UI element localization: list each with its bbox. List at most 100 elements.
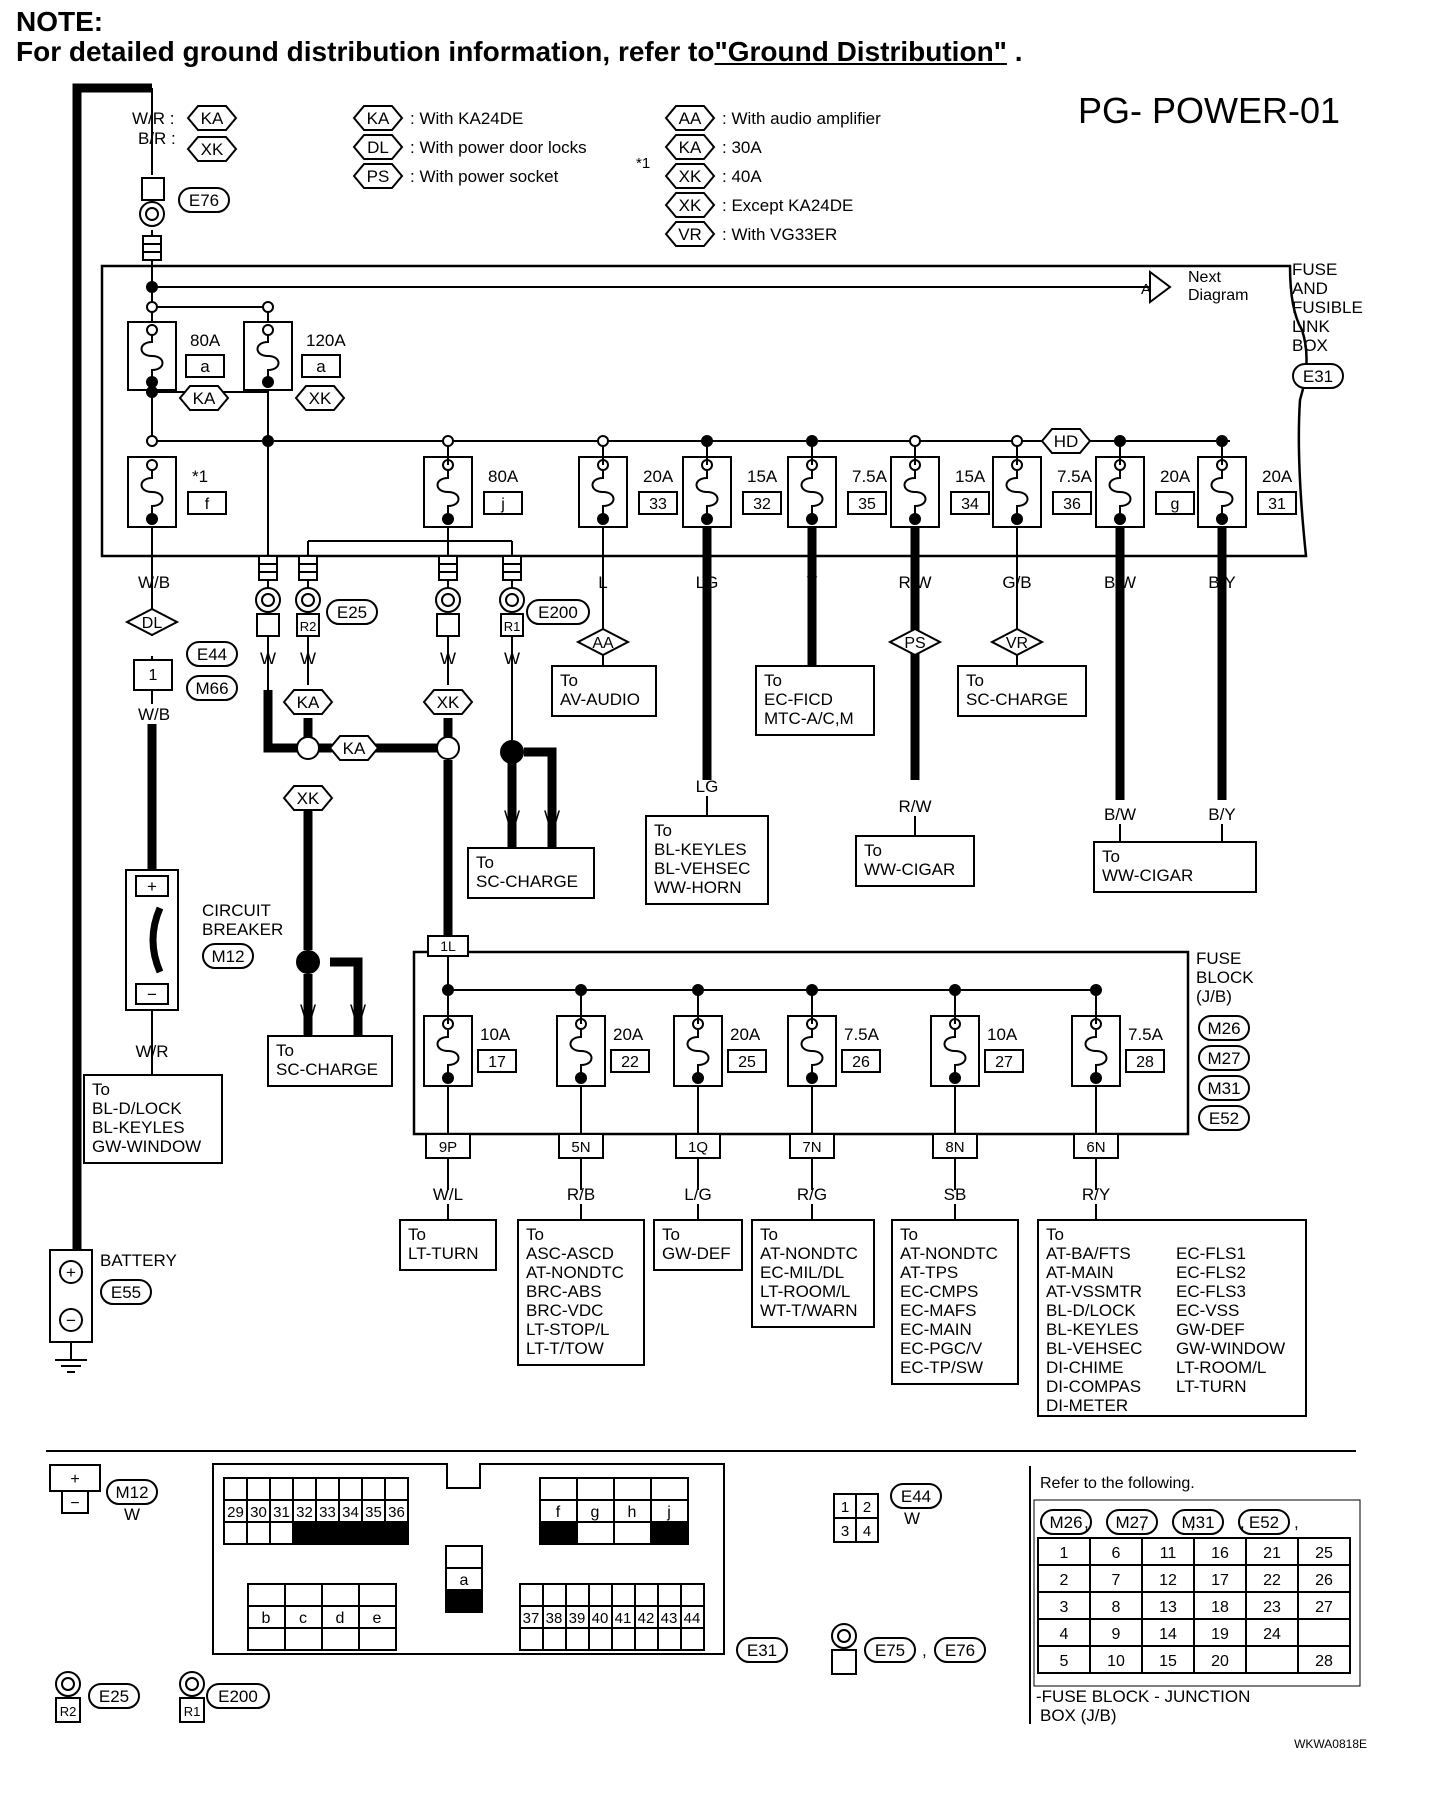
connector-e76-view: [934, 1637, 986, 1663]
connector-label: E200: [218, 1687, 258, 1706]
fuse-terminal: [146, 459, 158, 471]
jb-fuse-id: 17: [488, 1054, 506, 1071]
fusible-link-id: a: [316, 357, 326, 376]
e31-cell-label: b: [262, 1610, 271, 1627]
fuse-id: 35: [858, 496, 876, 513]
e31-cell: [588, 1627, 613, 1651]
ground-distribution-link[interactable]: "Ground Distribution": [714, 36, 1007, 67]
destination-label: EC-FLS1: [1176, 1244, 1246, 1263]
fuse-element: [800, 465, 824, 519]
fuse-terminal: [575, 1072, 587, 1084]
fuse-element: [695, 465, 719, 519]
wire-color: B/Y: [1208, 573, 1235, 592]
connector-m66: [186, 675, 238, 701]
wire-color: R/W: [898, 797, 931, 816]
destination-label: BL-D/LOCK: [1046, 1301, 1136, 1320]
connector-label: M26: [1207, 1019, 1240, 1038]
junction-dot: [146, 386, 158, 398]
note-title: NOTE:: [16, 6, 104, 37]
fuse-element: [1210, 465, 1234, 519]
option-aa: [575, 627, 631, 657]
e31-cell-label: f: [556, 1504, 561, 1521]
separator-comma: ,: [1240, 1513, 1245, 1532]
next-diagram-label: Diagram: [1188, 287, 1248, 304]
destination-label: LT-TURN: [1176, 1377, 1247, 1396]
e31-cell: [576, 1521, 615, 1545]
terminal-label: R2: [60, 1704, 77, 1719]
destination-label: GW-DEF: [662, 1244, 731, 1263]
connector-e75: [864, 1637, 916, 1663]
option-diamond-label: AA: [592, 635, 614, 652]
connector-label: M12: [115, 1483, 148, 1502]
e31-cell: [338, 1521, 363, 1545]
fuse-terminal: [806, 1072, 818, 1084]
e31-cell-label: 41: [615, 1610, 632, 1627]
dest-sc-charge-m: [467, 847, 595, 899]
wire-color: W/B: [138, 573, 170, 592]
fuse-id-box: [1052, 491, 1092, 515]
destination-label: To: [408, 1225, 426, 1244]
destination-label: AT-VSSMTR: [1046, 1282, 1142, 1301]
option-tag-label: DL: [367, 138, 389, 157]
m12-view-label: +: [70, 1471, 79, 1488]
e31-cell: [680, 1627, 705, 1651]
e31-cell-label: a: [460, 1572, 469, 1589]
jb-pin-box: [675, 1133, 721, 1159]
refer-cell-label: 25: [1315, 1545, 1333, 1562]
wire-color: Y: [806, 573, 817, 592]
e31-cell-blank: [338, 1477, 363, 1501]
battery-plus-label: +: [66, 1263, 76, 1282]
destination-label: To: [760, 1225, 778, 1244]
legend-tag: [664, 192, 716, 218]
wire-color: R/B: [567, 1185, 595, 1204]
connector-label: M12: [211, 947, 244, 966]
e31-cell-blank: [650, 1477, 689, 1501]
legend-tag: [352, 134, 404, 160]
connector-e44: [186, 641, 238, 667]
terminal-box: [831, 1649, 857, 1675]
next-diagram-label: Next: [1188, 269, 1221, 286]
e31-cell-label: d: [336, 1610, 345, 1627]
option-tag-label: AA: [679, 109, 702, 128]
destination-label: AT-NONDTC: [760, 1244, 858, 1263]
terminal-label: R1: [184, 1704, 201, 1719]
fuse-id-box: [1257, 491, 1297, 515]
refer-cell-label: 15: [1159, 1653, 1177, 1670]
e31-cell: [384, 1521, 409, 1545]
e31-cell: [611, 1627, 636, 1651]
fuse-rating: *1: [192, 467, 208, 486]
e31-cell-label: 37: [523, 1610, 540, 1627]
jb-pin-label: 5N: [571, 1139, 590, 1156]
fuse-id-box: [1155, 491, 1195, 515]
refer-cell-label: 21: [1263, 1545, 1281, 1562]
destination-label: To: [560, 671, 578, 690]
fuse-element: [140, 465, 164, 519]
e31-cell-blank: [321, 1583, 360, 1607]
option-tag-label: XK: [309, 389, 332, 408]
e31-cell-blank: [519, 1583, 544, 1607]
destination-label: BL-VEHSEC: [654, 859, 750, 878]
e31-cell-blank: [247, 1583, 286, 1607]
terminal-box: [256, 613, 280, 637]
destination-label: AT-NONDTC: [526, 1263, 624, 1282]
fuse-rating: 20A: [1262, 467, 1293, 486]
refer-cell: [1089, 1645, 1143, 1674]
fuse-rating: 15A: [955, 467, 986, 486]
e31-cell-blank: [269, 1477, 294, 1501]
fuse-id: 33: [649, 496, 667, 513]
fuse-id-box: [187, 491, 227, 515]
e31-cell-blank: [565, 1583, 590, 1607]
footnote-mark: *1: [636, 155, 650, 172]
refer-cell: [1245, 1645, 1299, 1674]
connector-label: E52: [1209, 1109, 1239, 1128]
refer-cell: [1193, 1564, 1247, 1593]
fuse-id-box: [847, 491, 887, 515]
destination-label: To: [1046, 1225, 1064, 1244]
jb-fuse-id-box: [727, 1049, 767, 1073]
destination-label: BL-VEHSEC: [1046, 1339, 1142, 1358]
destination-label: EC-FLS3: [1176, 1282, 1246, 1301]
cb-minus-label: −: [147, 985, 157, 1004]
option-tag-label: XK: [437, 693, 460, 712]
dest-at-nondtc-1: [751, 1219, 875, 1328]
fuse-id: 36: [1063, 496, 1081, 513]
